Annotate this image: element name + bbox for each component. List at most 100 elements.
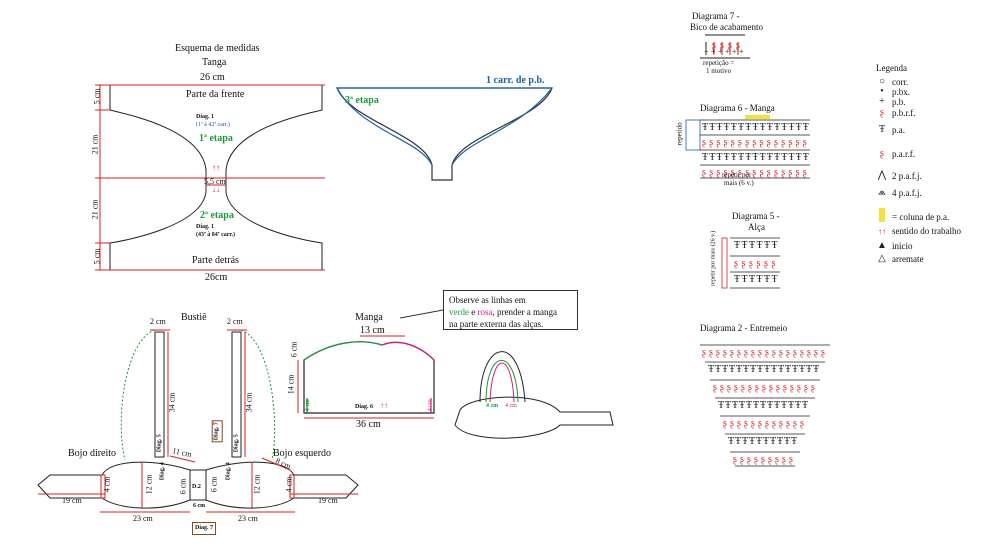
stitch-symbol-icon: ʂ: [723, 137, 728, 148]
stitch-symbol-icon: Ŧ: [742, 436, 749, 447]
stitch-symbol-icon: ʂ: [748, 382, 752, 393]
stitch-symbol-icon: Ŧ: [777, 436, 784, 447]
note-rosa: rosa: [477, 307, 493, 318]
stitch-symbol-icon: ʂ: [795, 137, 800, 148]
stitch-symbol-icon: Ŧ: [732, 400, 739, 411]
bustie-bojo-esquerdo: Bojo esquerdo: [273, 448, 332, 459]
stitch-symbol-icon: ʂ: [733, 454, 737, 465]
stitch-symbol-icon: ʂ: [769, 382, 773, 393]
stitch-symbol-icon: ʂ: [723, 418, 727, 429]
stitch-symbol-icon: +: [732, 47, 737, 56]
stitch-symbol-icon: ʂ: [771, 258, 776, 269]
stitch-symbol-icon: Ŧ: [756, 240, 763, 251]
bustie-d2: D.2: [192, 484, 201, 490]
stitch-symbol-icon: ʂ: [759, 137, 764, 148]
bustie-left-bottom: 23 cm: [133, 514, 153, 523]
stitch-symbol-icon: ʂ: [779, 418, 783, 429]
stitch-symbol-icon: ʂ: [730, 347, 734, 358]
stitch-symbol-icon: ʂ: [720, 382, 724, 393]
stitch-symbol-icon: Ŧ: [806, 364, 813, 375]
stitch-symbol-icon: ʂ: [702, 167, 706, 178]
bustie-right-tail: 19 cm: [318, 496, 338, 505]
tanga-side-bottom: 5 cm: [92, 248, 102, 265]
bustie-diag4-left: Diag. 4: [159, 462, 166, 481]
stitch-symbol-icon: ʂ: [814, 347, 818, 358]
diagram6-chart: [685, 115, 810, 179]
stitch-symbol-icon: Ŧ: [774, 400, 781, 411]
stitch-symbol-icon: Ŧ: [709, 122, 716, 133]
bustie-diag5-left: Diag. 5: [156, 434, 163, 453]
stitch-symbol-icon: ʂ: [783, 382, 787, 393]
stitch-symbol-icon: Ŧ: [716, 122, 723, 133]
tanga-side-mid2: 21 cm: [90, 199, 100, 220]
bustie-center-left: 6 cm: [178, 478, 188, 495]
legend-item: ▲início: [876, 240, 912, 251]
stitch-symbol-icon: ʂ: [764, 258, 768, 269]
stitch-symbol-icon: ʂ: [716, 137, 721, 148]
d5-side: repetir por mais (26 v.): [710, 230, 717, 286]
stitch-symbol-icon: ʂ: [795, 167, 800, 178]
stitch-symbol-icon: Ŧ: [730, 122, 737, 133]
stitch-symbol-icon: Ŧ: [774, 152, 781, 163]
stitch-symbol-icon: ʂ: [754, 454, 758, 465]
stitch-symbol-icon: Ŧ: [702, 122, 709, 133]
stitch-symbol-icon: ʂ: [762, 382, 766, 393]
stitch-symbol-icon: Ŧ: [749, 274, 756, 285]
stitch-symbol-icon: ʂ: [752, 137, 757, 148]
stitch-symbol-icon: Ŧ: [802, 400, 809, 411]
tanga-front-label: Parte da frente: [186, 89, 245, 100]
bustie-straps: [120, 329, 276, 461]
stitch-symbol-icon: Ŧ: [792, 364, 799, 375]
manga-arrows: ↑↑: [380, 401, 388, 410]
stitch-symbol-icon: ʂ: [766, 167, 771, 178]
tanga-diag1-top-rows: (1ª à 42ª carr.): [196, 122, 230, 128]
stitch-symbol-icon: ʂ: [741, 258, 746, 269]
bag-label-b: 4 cm: [505, 403, 517, 409]
stitch-symbol-icon: Ŧ: [739, 400, 746, 411]
stitch-symbol-icon: ʂ: [807, 347, 811, 358]
stitch-symbol-icon: ʂ: [702, 347, 706, 358]
d5-sub: Alça: [748, 222, 765, 232]
stitch-symbol-icon: Ŧ: [745, 152, 752, 163]
stitch-symbol-icon: Ŧ: [771, 240, 778, 251]
stitch-symbol-icon: ʂ: [730, 137, 735, 148]
stitch-symbol-icon: Ŧ: [756, 436, 763, 447]
stitch-symbol-icon: ʂ: [709, 137, 714, 148]
stitch-symbol-icon: ʂ: [730, 167, 735, 178]
tanga-diag1-top: Diag. 1: [196, 114, 214, 120]
stitch-symbol-icon: ʂ: [723, 347, 727, 358]
stitch-symbol-icon: Ŧ: [764, 364, 771, 375]
stitch-symbol-icon: Ŧ: [702, 152, 709, 163]
stitch-symbol-icon: Ŧ: [749, 436, 756, 447]
stitch-symbol-icon: Ŧ: [766, 152, 773, 163]
stitch-symbol-icon: ʂ: [723, 167, 728, 178]
legend-label: corr.: [892, 76, 909, 87]
stitch-symbol-icon: ʂ: [744, 418, 748, 429]
note-line2-rest: , prender a manga: [492, 307, 557, 318]
stitch-symbol-icon: Ŧ: [781, 152, 788, 163]
manga-small-right: 4 cm: [427, 399, 434, 412]
stitch-symbol-icon: ʂ: [749, 258, 753, 269]
legend-label: p.b.: [892, 96, 906, 107]
stitch-symbol-icon: ʂ: [738, 137, 742, 148]
stitch-symbol-icon: Ŧ: [753, 400, 760, 411]
stitch-symbol-icon: ʂ: [800, 347, 804, 358]
stitch-symbol-icon: ʂ: [811, 382, 815, 393]
stitch-symbol-icon: Ŧ: [735, 436, 742, 447]
stitch-symbol-icon: Ŧ: [771, 364, 778, 375]
stitch-symbol-icon: ʂ: [776, 382, 780, 393]
stitch-symbol-icon: Ŧ: [734, 240, 741, 251]
stitch-symbol-icon: Ŧ: [725, 400, 732, 411]
d7-rep2: 1 motivo: [706, 67, 732, 75]
d6-title: Diagrama 6 - Manga: [700, 103, 775, 113]
legend-symbol-icon: ʂ: [880, 148, 884, 159]
stitch-symbol-icon: Ŧ: [718, 400, 725, 411]
stitch-symbol-icon: Ŧ: [778, 364, 785, 375]
manga-bottom: 36 cm: [356, 419, 381, 430]
stitch-symbol-icon: ʂ: [774, 167, 778, 178]
stitch-symbol-icon: ʂ: [741, 382, 745, 393]
stitch-symbol-icon: Ŧ: [709, 152, 716, 163]
stitch-symbol-icon: ʂ: [745, 167, 750, 178]
